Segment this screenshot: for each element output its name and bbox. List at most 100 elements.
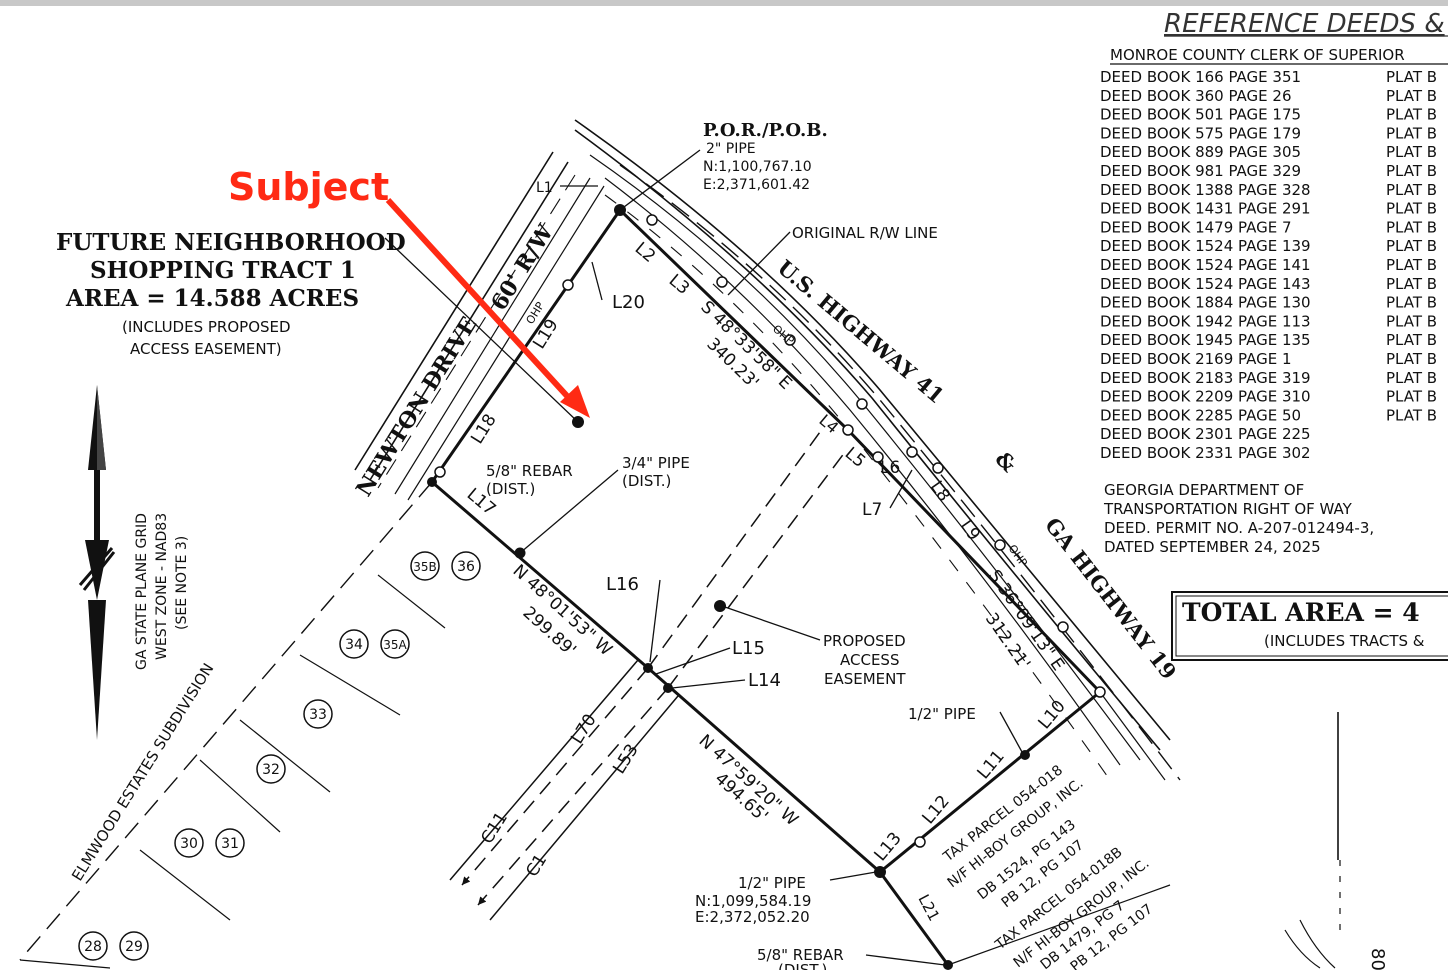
- subject-arrowhead: [560, 385, 590, 418]
- label-L12: L12: [919, 792, 954, 829]
- lot-bubble: [303, 699, 333, 729]
- lot-bubble: [451, 551, 481, 581]
- tract-note-1: (INCLUDES PROPOSED: [122, 318, 291, 336]
- lot-number: 36: [457, 559, 475, 575]
- deed-entry: DEED BOOK 2169 PAGE 1: [1100, 350, 1292, 368]
- deed-entry: DEED BOOK 2183 PAGE 319: [1100, 369, 1311, 387]
- label-L15: L15: [732, 638, 765, 659]
- lot-number: 35A: [383, 638, 407, 652]
- rebar-bottom-dist: (DIST.): [778, 961, 827, 970]
- deed-entry: DEED BOOK 981 PAGE 329: [1100, 162, 1301, 180]
- deed-entry: DEED BOOK 1945 PAGE 135: [1100, 331, 1311, 349]
- scan-edge: [0, 0, 1448, 6]
- tract-label: FUTURE NEIGHBORHOOD SHOPPING TRACT 1 ARE…: [56, 229, 406, 358]
- plat-entry: PLAT B: [1386, 237, 1437, 255]
- plat-entry: PLAT B: [1386, 388, 1437, 406]
- reference-clerk: MONROE COUNTY CLERK OF SUPERIOR: [1110, 46, 1405, 64]
- plat-entry: PLAT B: [1386, 312, 1437, 330]
- label-L10: L10: [1035, 697, 1070, 734]
- lot-number: 33: [309, 707, 327, 723]
- grid-line-2: WEST ZONE - NAD83: [154, 513, 170, 660]
- original-row-label: ORIGINAL R/W LINE: [792, 224, 938, 242]
- plat-entry: PLAT B: [1386, 181, 1437, 199]
- deed-entry: DEED BOOK 2209 PAGE 310: [1100, 388, 1311, 406]
- pipe12-bottom-label: 1/2" PIPE: [738, 874, 806, 892]
- plat-entry: PLAT B: [1386, 256, 1437, 274]
- deed-entry: DEED BOOK 2331 PAGE 302: [1100, 444, 1311, 462]
- newton-drive-label: NEWTON DRIVE: [351, 312, 482, 501]
- deed-entry: DEED BOOK 1524 PAGE 143: [1100, 275, 1311, 293]
- total-area-note: (INCLUDES TRACTS &: [1264, 632, 1425, 650]
- label-L9: L9: [956, 516, 984, 544]
- deed-entry: DEED BOOK 1479 PAGE 7: [1100, 218, 1292, 236]
- deed-entry: DEED BOOK 2285 PAGE 50: [1100, 406, 1301, 424]
- gdot-line-3: DEED. PERMIT NO. A-207-012494-3,: [1104, 519, 1374, 537]
- label-L1: L1: [536, 180, 553, 196]
- plat-entry: PLAT B: [1386, 406, 1437, 424]
- label-L14: L14: [748, 670, 781, 691]
- lot-number: 29: [125, 939, 143, 955]
- tract-line-1: FUTURE NEIGHBORHOOD: [56, 229, 406, 256]
- label-L11: L11: [974, 747, 1009, 784]
- label-L6: L6: [880, 458, 900, 478]
- lot-bubble: [174, 828, 204, 858]
- deed-entry: DEED BOOK 360 PAGE 26: [1100, 87, 1292, 105]
- plat-entry: PLAT B: [1386, 218, 1437, 236]
- pipe12-north: N:1,099,584.19: [695, 892, 811, 910]
- reference-title: REFERENCE DEEDS &: [1164, 9, 1445, 39]
- deed-entry: DEED BOOK 1431 PAGE 291: [1100, 200, 1311, 218]
- lot-bubble: [78, 931, 108, 961]
- reference-deeds-block: REFERENCE DEEDS & MONROE COUNTY CLERK OF…: [1100, 9, 1448, 556]
- plat-entry: PLAT B: [1386, 68, 1437, 86]
- lot-number: 32: [262, 762, 280, 778]
- bottom-right-number: 80: [1367, 948, 1388, 970]
- north-arrow: [78, 385, 116, 740]
- north-arrow-text: GA STATE PLANE GRID WEST ZONE - NAD83 (S…: [134, 513, 190, 670]
- por-east: E:2,371,601.42: [703, 177, 810, 193]
- tract-line-3: AREA = 14.588 ACRES: [65, 285, 359, 312]
- lot-number: 34: [345, 637, 363, 653]
- tract-line-2: SHOPPING TRACT 1: [90, 257, 356, 284]
- deed-entry: DEED BOOK 1884 PAGE 130: [1100, 294, 1311, 312]
- lot-bubble: [380, 629, 410, 659]
- gdot-line-2: TRANSPORTATION RIGHT OF WAY: [1103, 500, 1353, 518]
- easement-line-3: EASEMENT: [824, 670, 906, 688]
- plat-entry: PLAT B: [1386, 87, 1437, 105]
- deed-entry: DEED BOOK 889 PAGE 305: [1100, 143, 1301, 161]
- por-label: P.O.R./P.O.B. 2" PIPE N:1,100,767.10 E:2…: [703, 120, 828, 193]
- por-north: N:1,100,767.10: [703, 159, 812, 175]
- pipe34-dist: (DIST.): [622, 472, 671, 490]
- por-pipe: 2" PIPE: [706, 141, 756, 157]
- pipe12-top-label: 1/2" PIPE: [908, 705, 976, 723]
- gdot-line-4: DATED SEPTEMBER 24, 2025: [1104, 538, 1321, 556]
- subdivision-lot-lines: [19, 481, 446, 969]
- label-L18: L18: [467, 411, 500, 448]
- plat-entry: PLAT B: [1386, 124, 1437, 142]
- plat-entry: PLAT B: [1386, 275, 1437, 293]
- lot-bubble: [410, 551, 440, 581]
- label-L13: L13: [871, 829, 906, 866]
- subject-arrow: [385, 197, 582, 412]
- lot-number: 31: [221, 836, 239, 852]
- leader-lines: [384, 149, 1023, 966]
- highway-amp: &: [990, 446, 1021, 477]
- easement-line-2: ACCESS: [840, 651, 899, 669]
- newton-drive-lines: [354, 151, 605, 501]
- lot-number: 35B: [413, 560, 437, 574]
- deed-entry: DEED BOOK 575 PAGE 179: [1100, 124, 1301, 142]
- subject-label: Subject: [228, 165, 389, 209]
- label-L8: L8: [926, 477, 954, 505]
- total-area-label: TOTAL AREA = 4: [1182, 598, 1420, 627]
- easement-label: PROPOSED ACCESS EASEMENT: [823, 632, 906, 688]
- label-L21: L21: [914, 891, 943, 924]
- pipe12-east: E:2,372,052.20: [695, 908, 810, 926]
- lot-number: 30: [180, 836, 198, 852]
- deed-entry: DEED BOOK 166 PAGE 351: [1100, 68, 1301, 86]
- por-title: P.O.R./P.O.B.: [703, 120, 828, 141]
- plat-entry: PLAT B: [1386, 162, 1437, 180]
- label-L70: L70: [567, 711, 600, 748]
- label-L7: L7: [862, 500, 882, 520]
- deed-entry: DEED BOOK 1388 PAGE 328: [1100, 181, 1311, 199]
